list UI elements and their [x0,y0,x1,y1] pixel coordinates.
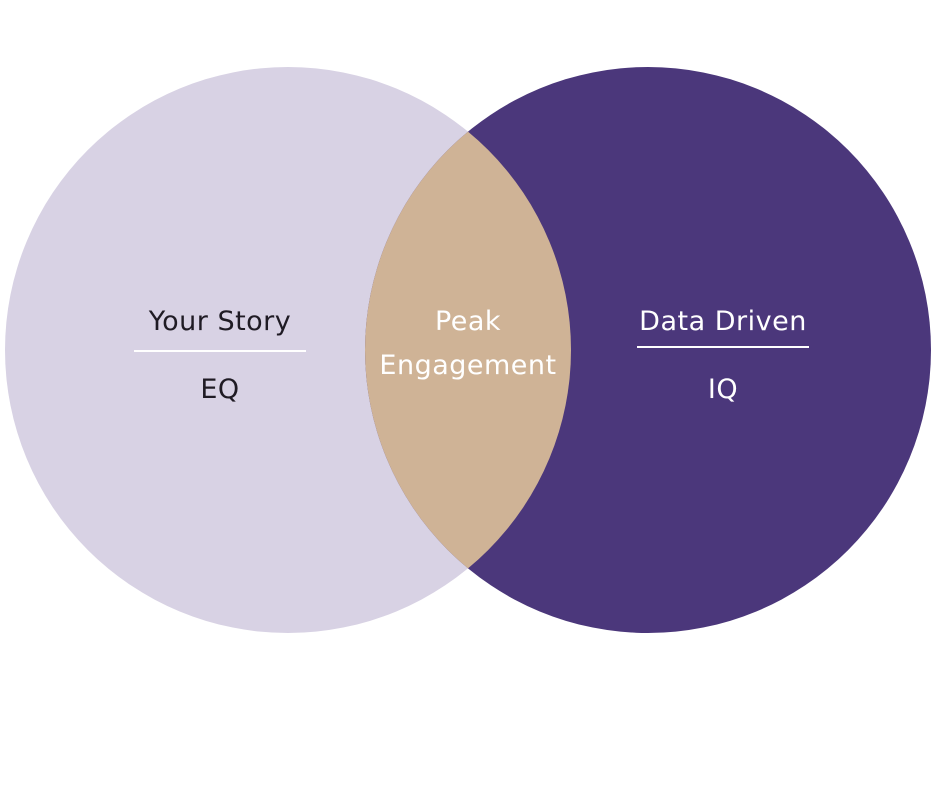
right-subtitle: IQ [707,374,739,405]
overlap-line-2: Engagement [379,350,557,381]
right-title: Data Driven [639,306,807,337]
left-title: Your Story [148,306,292,337]
overlap-line-1: Peak [434,306,502,337]
left-subtitle: EQ [200,374,240,405]
left-title-divider [134,350,306,352]
right-title-divider [637,346,809,348]
overlap-region [365,67,571,633]
